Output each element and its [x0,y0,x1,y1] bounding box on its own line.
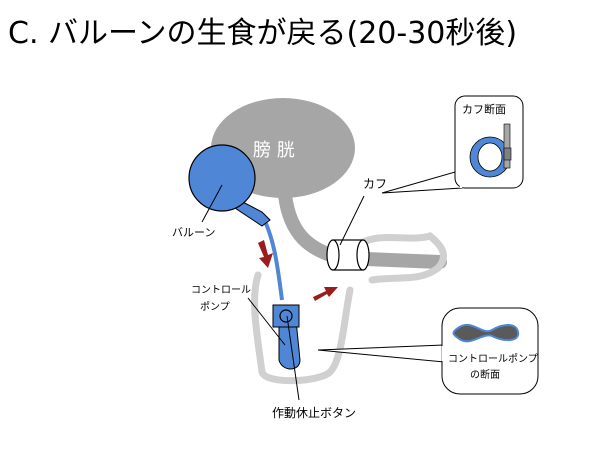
stop-button [279,309,293,323]
pump-section-label-1: コントロールポンプ [448,353,538,365]
cuff-label: カフ [363,177,387,191]
body-outline [251,232,447,385]
stop-button-label: 作動休止ボタン [272,406,356,420]
pump-section-label-2: の断面 [470,368,500,381]
page-title: C. バルーンの生食が戻る(20-30秒後) [8,16,518,51]
bladder-label: 膀 胱 [253,140,295,161]
leader-lines [201,184,365,401]
control-pump-label-1: コントロール [191,285,251,296]
cuff-section-label: カフ断面 [462,102,506,116]
balloon-label: バルーン [172,226,215,239]
pump-section-callout [317,307,539,395]
cuff [326,239,370,271]
control-pump [272,304,301,370]
flow-arrows [258,240,338,301]
balloon [188,144,271,227]
control-pump-label-2: ポンプ [200,301,230,313]
cuff-section-callout [381,95,524,194]
